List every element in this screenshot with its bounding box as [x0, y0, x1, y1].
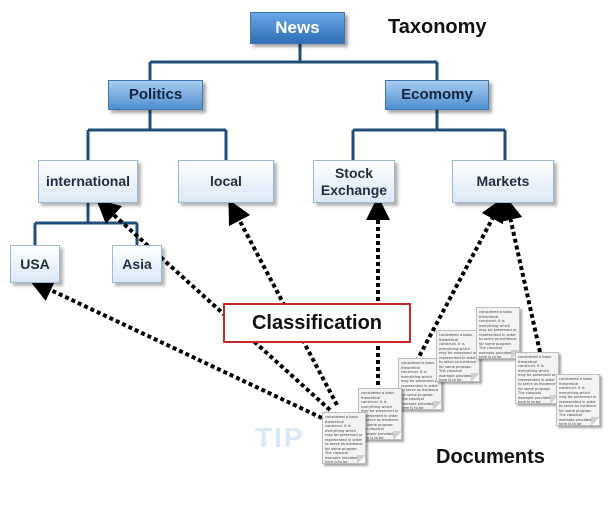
document-text: considered a basic theoretical construct…	[361, 391, 399, 440]
document-text: considered a basic theoretical construct…	[401, 361, 439, 410]
document-text: considered a basic theoretical construct…	[518, 355, 556, 404]
node-stock-exchange: Stock Exchange	[313, 160, 395, 203]
node-international: international	[38, 160, 138, 203]
document: considered a basic theoretical construct…	[476, 307, 520, 359]
node-economy: Ecomomy	[385, 80, 489, 110]
classification-arrows	[29, 196, 542, 420]
document: considered a basic theoretical construct…	[398, 358, 442, 410]
taxonomy-tree-lines	[33, 44, 507, 245]
document: considered a basic theoretical construct…	[436, 330, 480, 382]
document-text: considered a basic theoretical construct…	[479, 310, 517, 359]
document: considered a basic theoretical construct…	[322, 412, 366, 464]
node-politics: Politics	[108, 80, 203, 110]
document: considered a basic theoretical construct…	[556, 374, 600, 426]
taxonomy-label: Taxonomy	[388, 16, 487, 38]
document: considered a basic theoretical construct…	[515, 352, 559, 404]
node-local: local	[178, 160, 274, 203]
watermark: TIP	[255, 422, 305, 453]
arrow-to-markets-1	[411, 197, 504, 369]
arrow-to-international	[96, 198, 332, 412]
arrow-to-usa	[29, 279, 323, 420]
arrow-to-markets-2	[498, 196, 542, 353]
node-news: News	[250, 12, 345, 44]
arrow-to-local	[228, 199, 339, 406]
document-text: considered a basic theoretical construct…	[439, 333, 477, 382]
documents-label: Documents	[436, 446, 545, 468]
classification-box: Classification	[223, 303, 411, 343]
node-markets: Markets	[452, 160, 554, 203]
document-text: considered a basic theoretical construct…	[325, 415, 363, 464]
node-asia: Asia	[112, 245, 162, 283]
node-usa: USA	[10, 245, 60, 283]
document-text: considered a basic theoretical construct…	[559, 377, 597, 426]
